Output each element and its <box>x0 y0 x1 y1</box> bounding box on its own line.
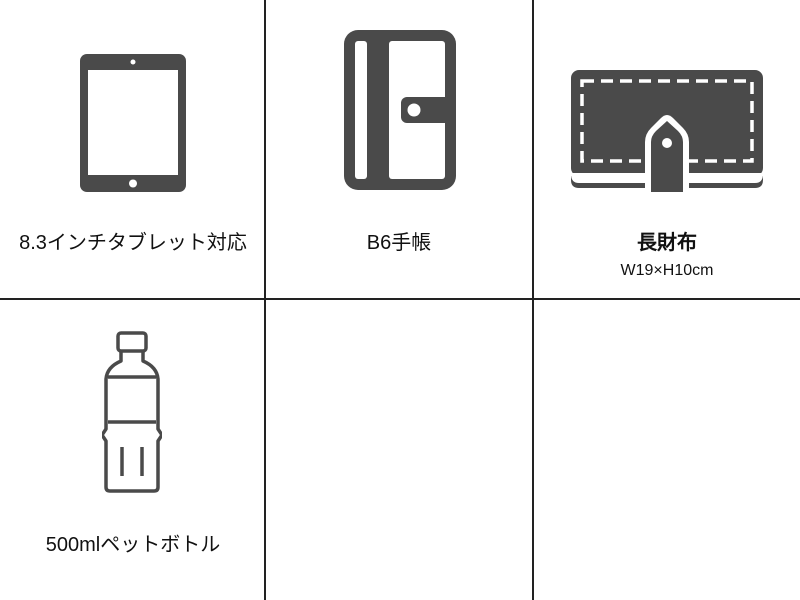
item-label: B6手帳 <box>366 232 432 254</box>
item-label: 500mlペットボトル <box>45 534 221 556</box>
item-label: 長財布 <box>637 232 697 254</box>
grid-cell-empty <box>266 301 532 600</box>
tablet-icon <box>80 54 186 192</box>
notebook-icon <box>344 30 456 190</box>
grid-cell-tablet: 8.3インチタブレット対応 <box>0 0 266 299</box>
grid-divider-horizontal <box>0 298 800 300</box>
grid-cell-bottle: 500mlペットボトル <box>0 301 266 600</box>
plastic-bottle-icon <box>102 331 162 493</box>
grid-cell-notebook: B6手帳 <box>266 0 532 299</box>
grid-cell-empty <box>534 301 800 600</box>
long-wallet-icon <box>571 70 763 192</box>
item-label: 8.3インチタブレット対応 <box>19 232 247 254</box>
grid-divider-vertical <box>264 0 266 600</box>
grid-cell-wallet: 長財布 W19×H10cm <box>534 0 800 299</box>
grid-divider-vertical <box>532 0 534 600</box>
item-dimensions: W19×H10cm <box>620 262 714 279</box>
